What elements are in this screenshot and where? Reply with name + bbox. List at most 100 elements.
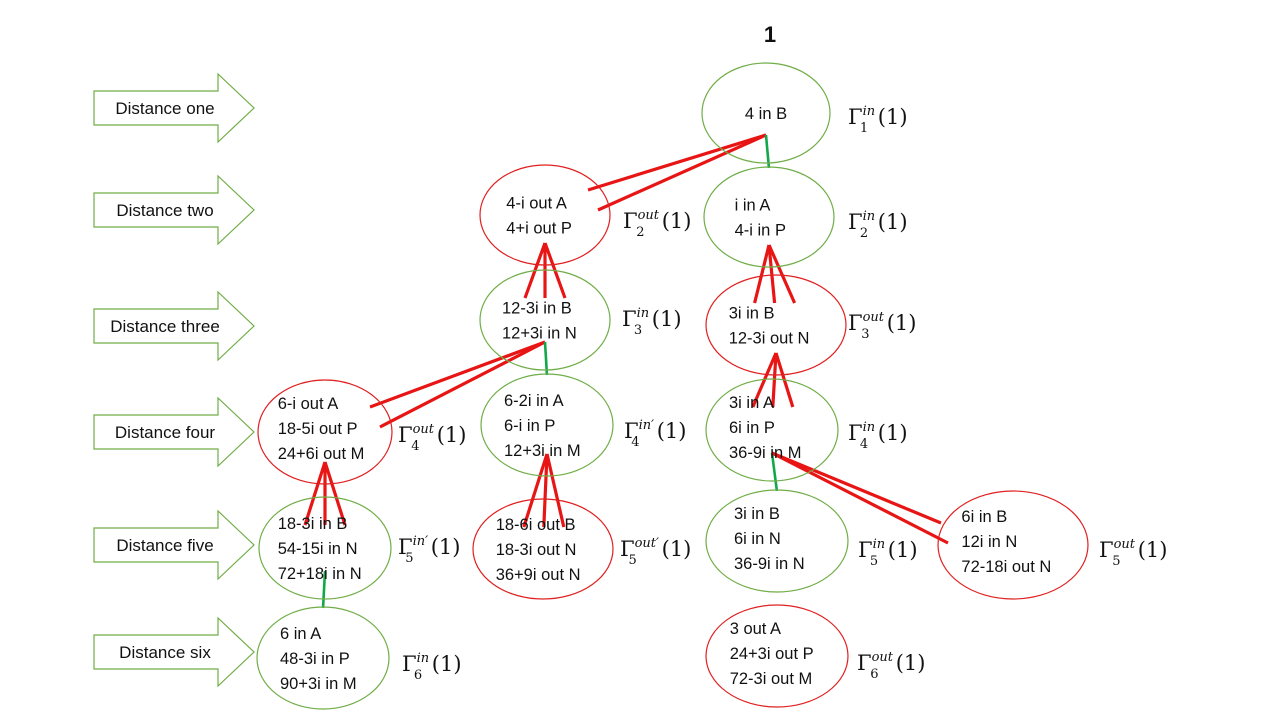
gamma-label: Γin′4(1) [624, 418, 686, 450]
gamma-symbol: Γ [1099, 538, 1114, 562]
node-line: 3i in B [729, 305, 775, 323]
edge-line [771, 451, 942, 525]
node-ellipse [258, 496, 392, 600]
node-line: i in A [735, 197, 771, 215]
gamma-superscript: in [863, 104, 876, 119]
gamma-label: Γin′5(1) [398, 534, 460, 566]
edge-g4out-g5inp [303, 461, 347, 526]
node-line: 36-9i in N [734, 555, 805, 573]
node-line: 72-18i out N [961, 558, 1051, 576]
node-line: 48-3i in P [280, 650, 350, 668]
node-line: 18-6i out B [496, 516, 576, 534]
gamma-subscript: 2 [636, 225, 644, 240]
distance-arrow-six: Distance six [93, 616, 255, 688]
gamma-subscript: 4 [631, 435, 639, 450]
node-line: 36+9i out N [496, 566, 581, 584]
gamma-argument: (1) [896, 651, 926, 675]
node-line: 90+3i in M [280, 675, 357, 693]
diagram-title: 1 [764, 22, 776, 47]
node-ellipse [256, 606, 390, 710]
edge-g1in-g2out [587, 133, 767, 212]
node-line: 6i in B [961, 508, 1007, 526]
gamma-symbol: Γ [398, 535, 413, 559]
gamma-label: Γin 2 (1) [848, 209, 908, 241]
gamma-symbol: Γ [848, 311, 863, 335]
gamma-subscript: 2 [860, 226, 868, 241]
distance-arrow-shape [93, 616, 255, 688]
gamma-symbol: Γ [848, 210, 863, 234]
distance-arrow-two: Distance two [93, 174, 255, 246]
distance-label: Distance two [116, 201, 213, 220]
node-line: 6i in P [729, 419, 775, 437]
gamma-argument: (1) [657, 419, 687, 443]
gamma-subscript: 6 [870, 667, 878, 682]
node-ellipse [705, 378, 839, 482]
edge-line [753, 244, 771, 304]
gamma-subscript: 4 [411, 439, 419, 454]
gamma-argument: (1) [1138, 538, 1168, 562]
distance-arrow-shape [93, 509, 255, 581]
node-ellipse [705, 274, 847, 376]
node-line: 12-3i out N [729, 330, 810, 348]
gamma-subscript: 5 [1112, 554, 1120, 569]
gamma-subscript: 4 [860, 437, 868, 452]
node-line: 18-3i in B [278, 515, 348, 533]
edge-line [379, 340, 546, 429]
node-line: 6i in N [734, 530, 781, 548]
node-line: 3 out A [730, 620, 781, 638]
node-line: 4+i out P [506, 220, 572, 238]
gamma-superscript: in [873, 537, 886, 552]
edge-line [771, 352, 778, 408]
distance-label: Distance one [115, 99, 214, 118]
gamma-superscript: out [872, 650, 894, 665]
node-ellipse [705, 489, 849, 593]
distance-arrow-one: Distance one [93, 72, 255, 144]
node-ellipse [701, 62, 831, 164]
gamma-superscript: in [863, 209, 876, 224]
gamma-argument: (1) [437, 423, 467, 447]
node-line: 4-i out A [506, 195, 567, 213]
node-line: 72-3i out M [730, 670, 813, 688]
gamma-superscript: out [638, 208, 660, 223]
node-line: 12+3i in N [502, 325, 577, 343]
gamma-argument: (1) [432, 652, 462, 676]
gamma-superscript: in′ [413, 534, 429, 549]
gamma-symbol: Γ [848, 421, 863, 445]
edge-line [587, 133, 767, 192]
node-line: 6-2i in A [504, 392, 564, 410]
node-g5outp: 18-6i out B18-3i out N36+9i out NΓout′5(… [472, 498, 691, 600]
node-line: 3i in A [729, 394, 774, 412]
gamma-symbol: Γ [858, 538, 873, 562]
edge-line [771, 451, 949, 545]
gamma-argument: (1) [878, 210, 908, 234]
gamma-superscript: out′ [635, 536, 659, 551]
distance-label: Distance four [115, 423, 215, 442]
gamma-argument: (1) [662, 537, 692, 561]
node-line: 3i in B [734, 505, 780, 523]
gamma-subscript: 5 [629, 553, 637, 568]
distance-label: Distance six [119, 643, 211, 662]
edge-line [597, 133, 767, 212]
node-line: 4-i in P [735, 222, 786, 240]
gamma-label: Γout′5(1) [620, 536, 691, 568]
gamma-argument: (1) [888, 538, 918, 562]
gamma-symbol: Γ [848, 105, 863, 129]
distance-label: Distance five [116, 536, 213, 555]
distance-arrow-four: Distance four [93, 396, 255, 468]
gamma-argument: (1) [652, 307, 682, 331]
edge-line [545, 453, 566, 528]
distance-arrow-three: Distance three [93, 290, 255, 362]
